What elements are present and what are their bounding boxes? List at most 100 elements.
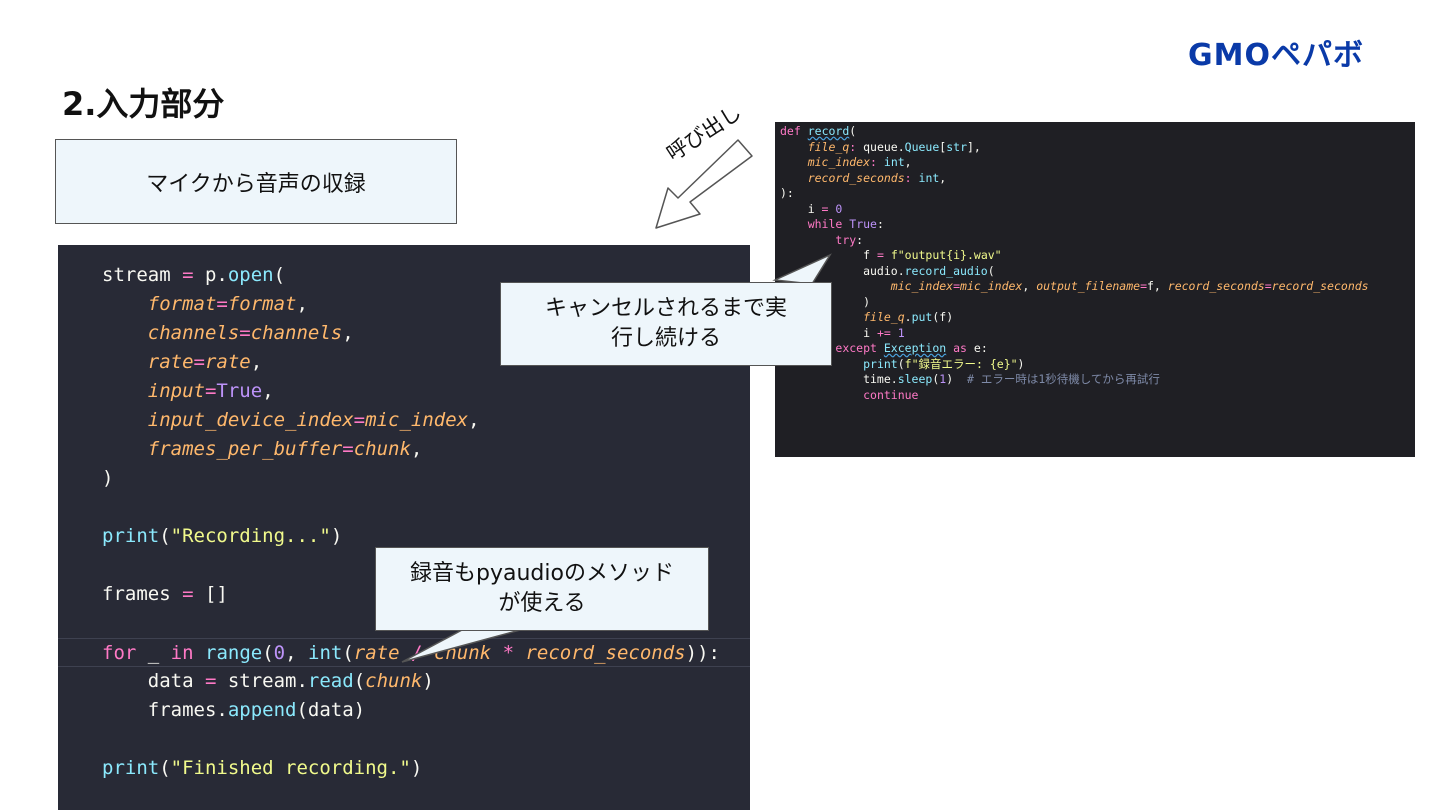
code-token: ( <box>932 372 940 386</box>
code-token: ): <box>780 186 794 200</box>
code-line: rate=rate, <box>58 348 750 377</box>
code-token: frames <box>102 583 183 605</box>
code-token: f <box>780 248 877 262</box>
code-token: , <box>1022 279 1037 293</box>
code-token: print <box>102 525 160 547</box>
code-token <box>102 351 148 373</box>
code-token: data <box>102 670 205 692</box>
callout-2-line-2: が使える <box>498 591 586 616</box>
code-line: format=format, <box>58 290 750 319</box>
code-token <box>780 233 835 247</box>
callout-1-line-1: キャンセルされるまで実 <box>544 296 787 321</box>
code-token: , <box>250 351 263 373</box>
code-token: , <box>342 322 354 344</box>
code-token: [ <box>939 139 947 154</box>
code-line: file_q.put(f) <box>775 310 1415 326</box>
code-token: i <box>863 325 871 340</box>
code-token: in <box>170 642 194 664</box>
code-token: file_q <box>807 139 850 154</box>
code-line: data = stream.read(chunk) <box>58 667 750 696</box>
code-token: queue. <box>856 139 905 154</box>
code-token: : <box>849 139 857 154</box>
code-line: ): <box>775 186 1415 202</box>
code-line <box>58 493 750 522</box>
code-line: mic_index=mic_index, output_filename=f, … <box>775 279 1415 295</box>
code-token: frames_per_buffer <box>147 438 343 460</box>
code-token: Exception <box>883 341 947 355</box>
code-token: True <box>849 217 877 231</box>
code-line: channels=channels, <box>58 319 750 348</box>
code-token: 0 <box>273 642 286 664</box>
code-token: "Recording..." <box>170 525 331 547</box>
code-token <box>102 380 148 402</box>
code-token: audio. <box>780 263 905 278</box>
code-line: f = f"output{i}.wav" <box>775 248 1415 264</box>
code-token: ) <box>946 372 967 386</box>
code-token: record_seconds <box>525 642 686 664</box>
code-token: [] <box>193 583 228 605</box>
code-token: 1 <box>897 325 905 340</box>
code-token: = <box>876 248 884 262</box>
code-token: range <box>205 642 263 664</box>
code-token: : <box>856 232 864 247</box>
code-token: / <box>411 642 423 664</box>
code-token: ( <box>159 757 171 779</box>
code-token: format <box>147 293 217 315</box>
code-token: ) <box>863 294 871 309</box>
code-token: ) <box>410 757 423 779</box>
code-token: channels <box>147 322 240 344</box>
code-token: = <box>342 438 354 460</box>
code-token: , <box>468 409 480 431</box>
code-token <box>102 322 148 344</box>
code-token: frames. <box>102 699 228 721</box>
code-token: ) <box>102 467 114 489</box>
code-line: frames.append(data) <box>58 696 750 725</box>
code-token <box>780 217 808 231</box>
code-token: chunk <box>365 670 423 692</box>
code-token: f"録音エラー: {e}" <box>904 356 1018 371</box>
code-token: , <box>262 380 274 402</box>
code-token: print <box>102 757 160 779</box>
code-token: ( <box>897 356 905 371</box>
code-token: # エラー時は1秒待機してから再試行 <box>966 372 1160 386</box>
code-token <box>912 171 919 185</box>
code-token: = <box>193 351 205 373</box>
code-token: def <box>780 124 801 138</box>
code-token <box>400 642 411 664</box>
code-line: ) <box>775 295 1415 311</box>
code-token: = <box>204 380 217 402</box>
code-token: record_seconds <box>807 170 905 185</box>
code-token: time. <box>780 372 898 386</box>
code-token: = <box>216 293 228 315</box>
code-token <box>780 155 808 169</box>
code-token: ], <box>967 139 981 154</box>
code-token: : <box>870 155 877 169</box>
callout-pyaudio-method: 録音もpyaudioのメソッド が使える <box>375 547 709 631</box>
code-token <box>422 642 433 664</box>
code-token <box>780 171 808 185</box>
code-token: e: <box>966 341 988 355</box>
code-token: read <box>307 670 354 692</box>
code-token: = <box>204 670 217 692</box>
code-token <box>891 326 898 340</box>
code-token: print <box>863 356 898 371</box>
code-token: p. <box>193 264 228 286</box>
code-token: = <box>1264 279 1272 293</box>
code-token: record_audio <box>904 263 988 278</box>
code-token: _ <box>136 642 171 664</box>
code-token: put <box>911 310 933 324</box>
code-token <box>102 438 148 460</box>
code-token: (f) <box>932 310 954 324</box>
code-token: f"output{i}.wav" <box>890 248 1002 262</box>
code-token: int <box>308 642 343 664</box>
code-token <box>780 388 863 402</box>
code-token: f, <box>1147 279 1168 293</box>
code-token: . <box>904 310 912 324</box>
code-token: : <box>904 170 912 185</box>
code-line: except Exception as e: <box>775 341 1415 357</box>
code-line: for _ in range(0, int(rate / chunk * rec… <box>58 638 750 667</box>
code-token: as <box>953 341 967 355</box>
code-token: , <box>939 170 947 185</box>
code-token: channels <box>250 322 343 344</box>
code-token: mic_index <box>960 279 1023 293</box>
